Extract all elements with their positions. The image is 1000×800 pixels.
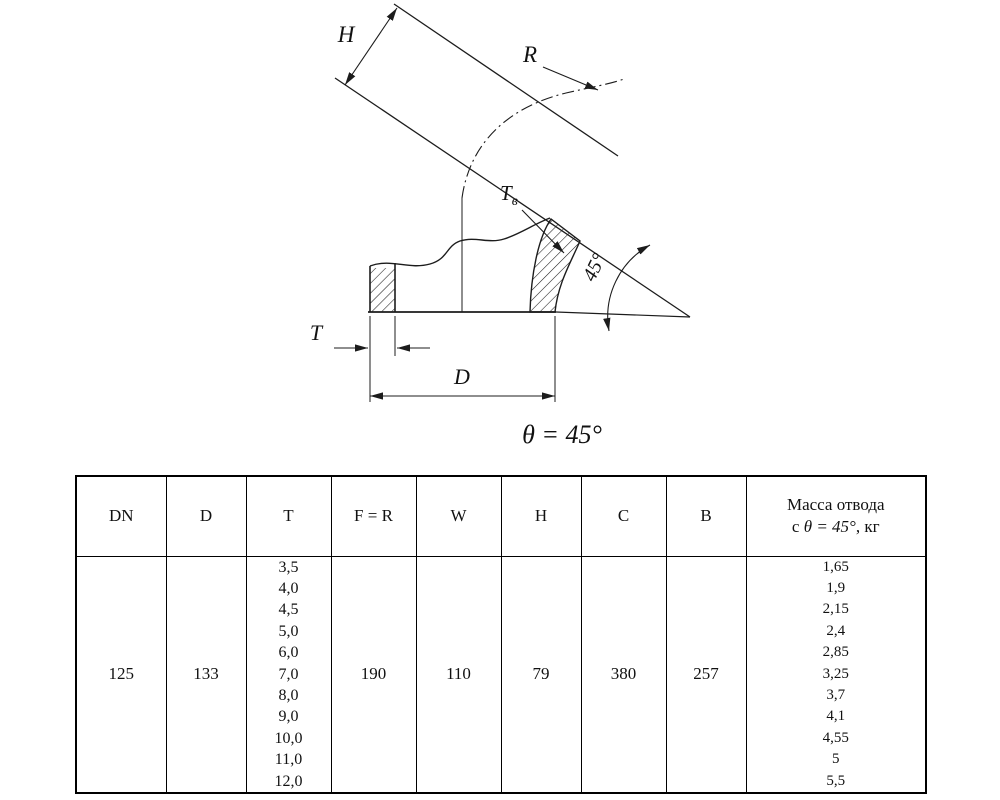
- cell-mass-values: 1,65 1,9 2,15 2,4 2,85 3,25 3,7 4,1 4,55 5 5,5: [745, 555, 927, 794]
- cell-dn: 125: [75, 555, 167, 794]
- label-Tv-sub: в: [512, 194, 518, 209]
- col-header-mass: Масса отвода с θ = 45°, кг: [745, 475, 927, 557]
- col-header-dn: DN: [75, 475, 167, 557]
- value-line: 2,4: [826, 622, 846, 639]
- value-line: 4,0: [278, 579, 299, 597]
- cell-b: 257: [665, 555, 747, 794]
- value-line: 5,0: [278, 622, 299, 640]
- parallel-edge-line: [393, 3, 619, 157]
- cell-w: 110: [415, 555, 502, 794]
- col-header-d: D: [165, 475, 247, 557]
- value-line: 11,0: [274, 751, 303, 769]
- value-line: 10,0: [274, 729, 303, 747]
- header-row: DN D T F = R W H C B Масса отвода с θ = …: [75, 475, 927, 557]
- horizontal-base-line: [555, 311, 691, 318]
- value-line: 12,0: [274, 772, 303, 790]
- left-wall-hatch: [370, 268, 395, 312]
- angle-arc: [603, 244, 651, 332]
- cell-d: 133: [165, 555, 247, 794]
- dimension-H: H: [337, 7, 398, 86]
- right-wall-hatch: [529, 217, 581, 313]
- dimension-R: R: [522, 42, 599, 91]
- value-line: 1,9: [826, 579, 846, 596]
- elbow-drawing: H R Tв 45° T: [310, 3, 691, 449]
- cell-t-values: 3,5 4,0 4,5 5,0 6,0 7,0 8,0 9,0 10,0 11,0 12,0: [245, 555, 332, 794]
- value-line: 2,85: [822, 644, 849, 661]
- theta-caption: θ = 45°: [522, 420, 602, 449]
- label-H: H: [337, 22, 356, 47]
- dimension-Tv-leader: [521, 209, 565, 254]
- break-wavy-line: [369, 217, 551, 267]
- label-T: T: [310, 320, 324, 345]
- elbow-body: [368, 217, 581, 313]
- col-header-fr: F = R: [330, 475, 417, 557]
- value-line: 3,5: [278, 558, 299, 576]
- col-header-c: C: [580, 475, 667, 557]
- mass-header-line1: Масса отвода: [786, 495, 885, 515]
- dimension-T: T: [310, 316, 430, 402]
- col-header-b: B: [665, 475, 747, 557]
- mass-header-line2: с θ = 45°, кг: [791, 517, 880, 537]
- spec-table: DN D T F = R W H C B Масса отвода с θ = …: [75, 475, 927, 794]
- dimension-R-leader: [542, 66, 599, 91]
- value-line: 5: [832, 751, 840, 768]
- value-line: 5,5: [826, 772, 846, 789]
- value-line: 4,1: [826, 708, 846, 725]
- col-header-h: H: [500, 475, 582, 557]
- label-R: R: [522, 42, 537, 67]
- col-header-w: W: [415, 475, 502, 557]
- value-line: 9,0: [278, 708, 299, 726]
- table-row: 125 133 3,5 4,0 4,5 5,0 6,0 7,0 8,0 9,0 10,0 11,0…: [75, 555, 927, 794]
- value-line: 1,65: [822, 558, 849, 575]
- dimension-H-line: [344, 7, 398, 86]
- value-line: 4,55: [822, 729, 849, 746]
- mass-values-list: 1,65 1,9 2,15 2,4 2,85 3,25 3,7 4,1 4,55 5 5,5: [747, 557, 926, 792]
- t-values-list: 3,5 4,0 4,5 5,0 6,0 7,0 8,0 9,0 10,0 11,0 12,0: [247, 557, 331, 792]
- label-45deg: 45°: [579, 250, 611, 285]
- centerline-arc: [461, 78, 625, 199]
- value-line: 3,7: [826, 686, 846, 703]
- value-line: 8,0: [278, 686, 299, 704]
- label-D: D: [453, 364, 470, 389]
- dimension-D: D: [370, 316, 556, 402]
- cell-h: 79: [500, 555, 582, 794]
- label-Tv: Tв: [500, 181, 518, 209]
- value-line: 4,5: [278, 601, 299, 619]
- cell-c: 380: [580, 555, 667, 794]
- label-Tv-main: T: [500, 181, 513, 205]
- value-line: 6,0: [278, 644, 299, 662]
- col-header-t: T: [245, 475, 332, 557]
- angle-annotation: 45°: [579, 244, 651, 332]
- cell-fr: 190: [330, 555, 417, 794]
- value-line: 7,0: [278, 665, 299, 683]
- value-line: 2,15: [822, 601, 849, 618]
- dimension-Tv: Tв: [500, 181, 565, 254]
- value-line: 3,25: [822, 665, 849, 682]
